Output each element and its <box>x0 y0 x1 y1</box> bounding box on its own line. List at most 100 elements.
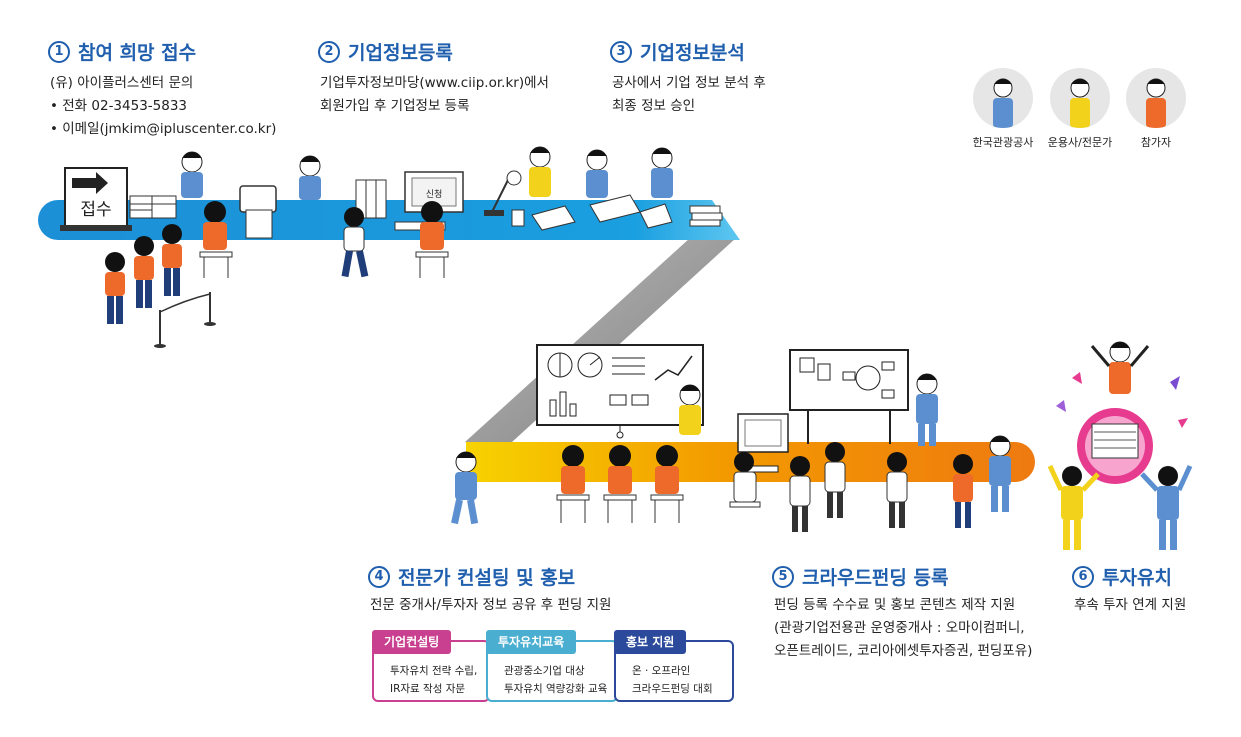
computer-monitor <box>737 413 789 473</box>
staff-expert-1 <box>529 146 551 197</box>
legend-participant-icon <box>1126 68 1186 128</box>
box-education: 투자유치교육 관광중소기업 대상 투자유치 역량강화 교육 <box>486 630 618 702</box>
step-1-number: 1 <box>48 40 70 63</box>
whiteboard <box>789 349 909 444</box>
person-queue-2 <box>134 236 154 308</box>
printer <box>239 185 277 239</box>
connector-ramp <box>465 238 736 442</box>
audience-1 <box>556 445 590 523</box>
person-cheering-left <box>1047 464 1100 550</box>
staff-kto-2 <box>299 155 321 200</box>
step-5-description: 펀딩 등록 수수료 및 홍보 콘텐츠 제작 지원 (관광기업전용관 운영중개사 … <box>774 594 1032 663</box>
step-6-description: 후속 투자 연계 지원 <box>1074 594 1186 617</box>
step-6-number: 6 <box>1072 565 1094 588</box>
staff-board <box>916 373 938 446</box>
box-consulting-tag: 기업컨설팅 <box>372 630 452 654</box>
audience-2 <box>603 445 637 523</box>
documents <box>531 194 673 231</box>
step-2-line-2: 회원가입 후 기업정보 등록 <box>320 98 470 114</box>
paper-stack-1 <box>129 195 155 219</box>
box-promotion-tag: 홍보 지원 <box>614 630 687 654</box>
staff-kto-4 <box>651 147 673 198</box>
rope-barrier <box>154 292 216 348</box>
reception-sign <box>60 167 132 231</box>
step-5-title: 5 크라우드펀딩 등록 <box>772 563 948 590</box>
person-standing-3 <box>886 452 908 528</box>
box-education-line-1: 관광중소기업 대상 <box>504 665 585 677</box>
person-handshake <box>953 454 973 528</box>
reception-sign-label: 접수 <box>80 200 111 220</box>
step-5-line-3: 오픈트레이드, 코리아에셋투자증권, 펀딩포유) <box>774 643 1033 659</box>
staff-walking <box>451 451 479 525</box>
person-cheering-right <box>1140 464 1193 550</box>
box-promotion-line-2: 크라우드펀딩 대회 <box>632 683 713 695</box>
person-walking <box>341 207 369 278</box>
step-1-title-text: 참여 희망 접수 <box>78 42 197 64</box>
legend-kto-label: 한국관광공사 <box>972 136 1034 149</box>
person-queue-3 <box>162 224 182 296</box>
legend-kto: 한국관광공사 <box>968 68 1038 150</box>
step-5-number: 5 <box>772 565 794 588</box>
box-consulting-line-2: IR자료 작성 자문 <box>390 683 466 695</box>
step-1-line-2: • 전화 02-3453-5833 <box>50 98 188 114</box>
person-queue-1 <box>105 252 125 324</box>
person-standing-1 <box>789 456 811 532</box>
step-3-title: 3 기업정보분석 <box>610 38 745 65</box>
staff-kto-3 <box>586 149 608 198</box>
paper-stack-2 <box>151 195 177 219</box>
legend-participant-label: 참가자 <box>1140 136 1172 149</box>
person-standing-2 <box>824 442 846 518</box>
step-2-line-1: 기업투자정보마당(www.ciip.or.kr)에서 <box>320 75 549 91</box>
box-education-line-2: 투자유치 역량강화 교육 <box>504 683 608 695</box>
box-promotion-line-1: 온 · 오프라인 <box>632 665 691 677</box>
presenter <box>679 384 701 435</box>
step-3-line-1: 공사에서 기업 정보 분석 후 <box>612 75 766 91</box>
step-4-title: 4 전문가 컨설팅 및 홍보 <box>368 563 575 590</box>
monitor-sign-label: 신청 <box>426 189 443 200</box>
step-6-title: 6 투자유치 <box>1072 563 1172 590</box>
step-3-description: 공사에서 기업 정보 분석 후 최종 정보 승인 <box>612 72 766 118</box>
person-seated-2 <box>415 201 449 278</box>
staff-handshake <box>989 435 1011 512</box>
step-6-title-text: 투자유치 <box>1102 567 1172 589</box>
step-3-number: 3 <box>610 40 632 63</box>
step-3-line-2: 최종 정보 승인 <box>612 98 696 114</box>
presentation-board <box>536 344 704 439</box>
step-6-line-1: 후속 투자 연계 지원 <box>1074 597 1187 613</box>
audience-3 <box>650 445 684 523</box>
box-consulting: 기업컨설팅 투자유치 전략 수립, IR자료 작성 자문 <box>372 630 490 702</box>
step-2-number: 2 <box>318 40 340 63</box>
staff-kto-1 <box>181 151 203 198</box>
legend-expert-label: 운용사/전문가 <box>1047 136 1113 149</box>
celebration-burst <box>1056 372 1188 484</box>
legend-expert-icon <box>1050 68 1110 128</box>
step-5-line-2: (관광기업전용관 운영중개사 : 오마이컴퍼니, <box>774 620 1025 636</box>
person-woman <box>729 452 761 508</box>
step-3-title-text: 기업정보분석 <box>640 42 745 64</box>
legend-participant: 참가자 <box>1121 68 1191 150</box>
step-4-line-1: 전문 중개사/투자자 정보 공유 후 펀딩 지원 <box>370 597 612 613</box>
box-promotion: 홍보 지원 온 · 오프라인 크라우드펀딩 대회 <box>614 630 734 702</box>
step-2-title: 2 기업정보등록 <box>318 38 453 65</box>
person-seated-1 <box>199 201 233 278</box>
step-4-description: 전문 중개사/투자자 정보 공유 후 펀딩 지원 <box>370 594 611 617</box>
book-stack <box>689 205 723 227</box>
person-cheering-top <box>1090 341 1150 394</box>
step-1-description: (유) 아이플러스센터 문의 • 전화 02-3453-5833 • 이메일(j… <box>50 72 276 141</box>
step-1-line-3: • 이메일(jmkim@ipluscenter.co.kr) <box>50 121 277 137</box>
box-consulting-line-1: 투자유치 전략 수립, <box>390 665 478 677</box>
step-5-title-text: 크라우드펀딩 등록 <box>802 567 949 589</box>
step-4-title-text: 전문가 컨설팅 및 홍보 <box>398 567 576 589</box>
desk-lamp <box>484 170 522 216</box>
legend-expert: 운용사/전문가 <box>1045 68 1115 150</box>
step-1-line-1: (유) 아이플러스센터 문의 <box>50 75 194 91</box>
box-education-tag: 투자유치교육 <box>486 630 577 654</box>
step-5-line-1: 펀딩 등록 수수료 및 홍보 콘텐츠 제작 지원 <box>774 597 1016 613</box>
step-4-number: 4 <box>368 565 390 588</box>
legend-kto-icon <box>973 68 1033 128</box>
step-2-description: 기업투자정보마당(www.ciip.or.kr)에서 회원가입 후 기업정보 등… <box>320 72 549 118</box>
step-2-title-text: 기업정보등록 <box>348 42 453 64</box>
step-1-title: 1 참여 희망 접수 <box>48 38 196 65</box>
pen-cup <box>511 209 525 227</box>
